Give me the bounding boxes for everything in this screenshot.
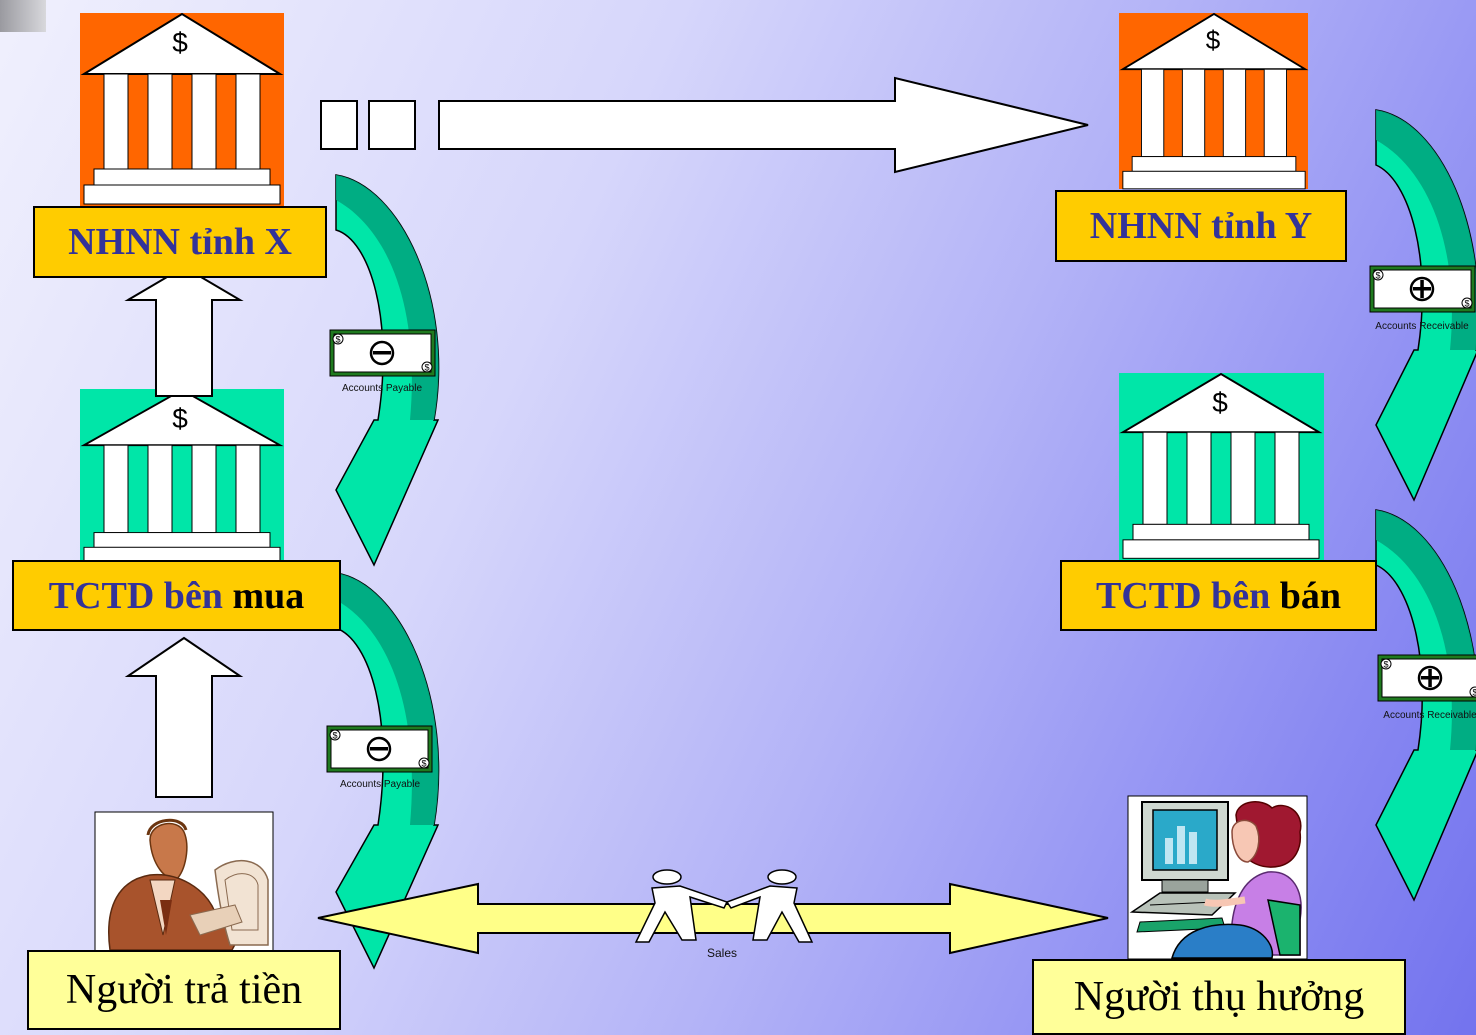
accounts-receivable-note-lower: Accounts Receivable <box>1376 653 1476 721</box>
up-arrow-to-central-bank <box>124 265 244 397</box>
slide-corner-mark <box>0 0 46 32</box>
payee-text: Người thụ hưởng <box>1073 974 1365 1020</box>
buyer-bank-prefix: TCTD bên <box>48 574 233 617</box>
seller-bank-prefix: TCTD bên <box>1096 574 1280 617</box>
interbank-transfer-arrow <box>320 76 1089 174</box>
plus-money-icon <box>1413 280 1431 298</box>
money-note-caption: Accounts Payable <box>340 779 420 790</box>
central-bank-x-text: NHNN tỉnh X <box>68 221 292 263</box>
minus-money-icon <box>373 351 391 355</box>
handshake-icon <box>634 869 814 943</box>
up-arrow-to-buyer-bank <box>124 636 244 798</box>
payee-label: Người thụ hưởng <box>1032 959 1406 1035</box>
bank-symbol: $ <box>1206 25 1221 55</box>
bank-symbol: $ <box>172 27 188 58</box>
accounts-payable-note-upper: Accounts Payable <box>328 328 437 394</box>
sales-double-arrow: Sales <box>317 869 1109 960</box>
woman-at-computer-clipart-icon <box>1127 795 1308 960</box>
money-note-caption: Accounts Payable <box>342 383 422 394</box>
money-note-caption: Accounts Receivable <box>1383 710 1476 721</box>
buyer-bank-icon: $ <box>80 389 284 566</box>
central-bank-y-icon: $ <box>1119 13 1308 190</box>
seller-bank-bold: bán <box>1279 574 1341 617</box>
central-bank-x-icon: $ <box>80 13 284 206</box>
bank-symbol: $ <box>1212 387 1228 418</box>
buyer-bank-label: TCTD bên mua <box>12 560 341 631</box>
central-bank-x-label: NHNN tỉnh X <box>33 206 327 278</box>
buyer-bank-bold: mua <box>232 574 305 617</box>
money-note-caption: Accounts Receivable <box>1375 321 1469 332</box>
payer-text: Người trả tiền <box>65 967 303 1013</box>
central-bank-y-text: NHNN tỉnh Y <box>1089 205 1313 247</box>
curved-credit-arrow-lower <box>1375 509 1476 902</box>
seller-bank-icon: $ <box>1119 373 1324 563</box>
sales-caption: Sales <box>707 946 737 960</box>
central-bank-y-label: NHNN tỉnh Y <box>1055 190 1347 262</box>
payer-label: Người trả tiền <box>27 950 341 1030</box>
accounts-payable-note-lower: Accounts Payable <box>325 724 434 790</box>
businessman-clipart-icon <box>94 811 274 953</box>
accounts-receivable-note-upper: Accounts Receivable <box>1368 264 1476 332</box>
seller-bank-label: TCTD bên bán <box>1060 560 1377 631</box>
plus-money-icon <box>1421 669 1439 687</box>
bank-symbol: $ <box>172 403 188 434</box>
minus-money-icon <box>370 747 388 751</box>
